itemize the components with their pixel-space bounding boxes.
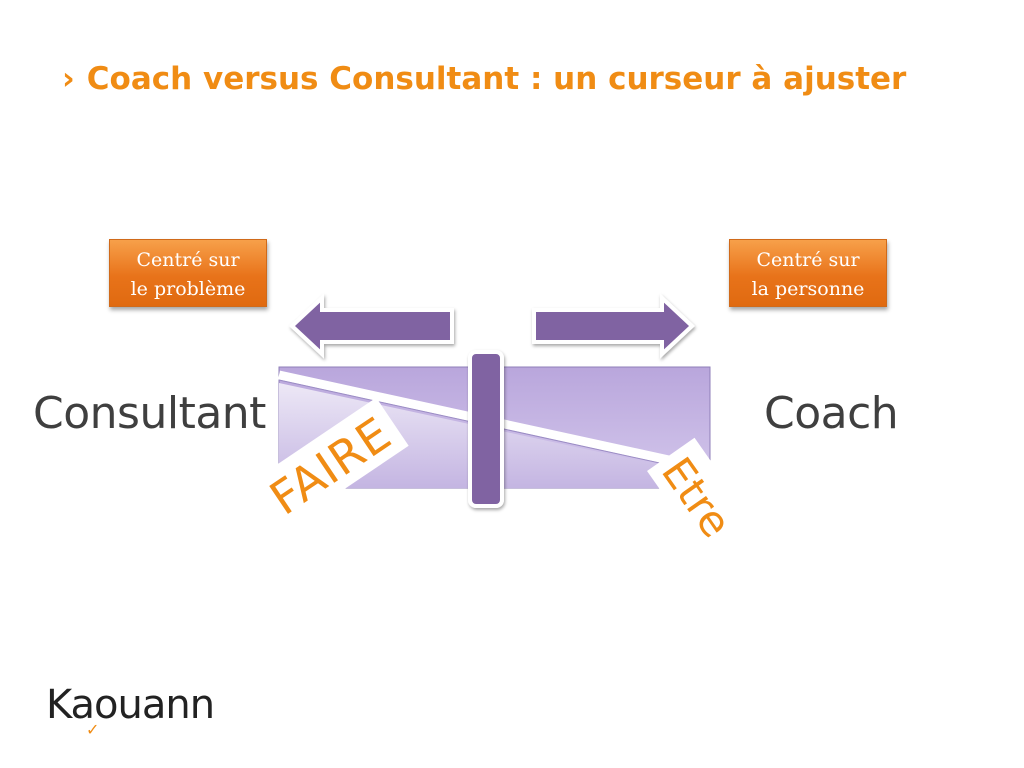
etre-backing: [647, 437, 752, 553]
kaouann-logo: Kaouann: [46, 682, 215, 728]
faire-backing: [253, 397, 409, 529]
box-left-line1: Centré sur: [136, 249, 240, 271]
box-centre-personne: Centré sur la personne: [729, 239, 887, 307]
box-right-line2: la personne: [751, 278, 865, 300]
box-right-line1: Centré sur: [756, 249, 860, 271]
cursor-handle[interactable]: [468, 350, 504, 508]
label-consultant: Consultant: [33, 388, 266, 439]
title-bullet: ›: [62, 61, 75, 97]
box-left-line2: le problème: [130, 278, 246, 300]
slide-title: › Coach versus Consultant : un curseur à …: [62, 52, 922, 106]
check-icon: ✓: [86, 720, 100, 739]
title-text: Coach versus Consultant : un curseur à a…: [86, 61, 907, 97]
arrow-left-icon: [289, 293, 454, 359]
arrow-right-icon: [532, 293, 695, 359]
box-centre-probleme: Centré sur le problème: [109, 239, 267, 307]
label-coach: Coach: [764, 388, 899, 439]
